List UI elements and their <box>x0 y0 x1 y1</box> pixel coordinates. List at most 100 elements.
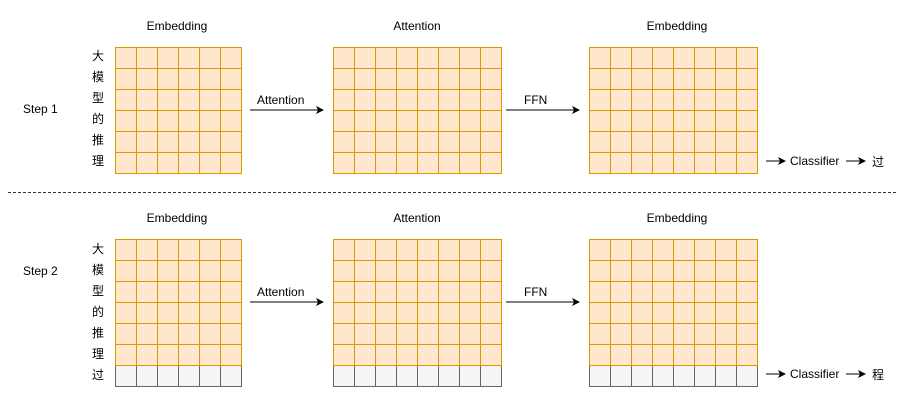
matrix-cell-new <box>674 366 695 387</box>
matrix-cell <box>716 261 737 282</box>
matrix-cell-new <box>376 366 397 387</box>
matrix-cell <box>653 132 674 153</box>
matrix-cell <box>137 324 158 345</box>
stage-header-attention: Attention <box>393 211 441 225</box>
matrix-cell <box>200 132 221 153</box>
matrix-cell <box>716 111 737 132</box>
matrix-cell <box>200 282 221 303</box>
matrix-cell <box>221 132 242 153</box>
attention-matrix <box>333 239 502 387</box>
matrix-cell <box>355 303 376 324</box>
matrix-cell <box>590 345 611 366</box>
matrix-cell <box>674 282 695 303</box>
matrix-cell <box>179 132 200 153</box>
matrix-cell <box>674 324 695 345</box>
matrix-cell <box>334 111 355 132</box>
matrix-cell <box>116 282 137 303</box>
ffn-arrow <box>506 298 580 306</box>
matrix-cell <box>200 48 221 69</box>
matrix-cell <box>116 303 137 324</box>
matrix-cell <box>632 345 653 366</box>
matrix-cell <box>632 48 653 69</box>
matrix-cell <box>137 69 158 90</box>
matrix-cell <box>221 282 242 303</box>
matrix-cell <box>355 111 376 132</box>
matrix-cell <box>460 303 481 324</box>
matrix-cell <box>737 90 758 111</box>
matrix-cell <box>716 282 737 303</box>
matrix-cell <box>481 282 502 303</box>
matrix-cell <box>137 90 158 111</box>
matrix-cell <box>200 240 221 261</box>
matrix-cell <box>439 240 460 261</box>
matrix-cell <box>418 69 439 90</box>
matrix-cell <box>653 90 674 111</box>
matrix-cell <box>632 69 653 90</box>
output-embedding-matrix <box>589 239 758 387</box>
matrix-cell <box>200 261 221 282</box>
matrix-cell <box>200 324 221 345</box>
matrix-cell <box>355 240 376 261</box>
matrix-cell <box>653 111 674 132</box>
matrix-cell <box>716 132 737 153</box>
input-token: 的 <box>91 305 104 319</box>
input-token: 推 <box>91 133 104 147</box>
matrix-cell <box>460 132 481 153</box>
matrix-cell <box>481 345 502 366</box>
matrix-cell <box>355 132 376 153</box>
input-token: 大 <box>91 49 104 63</box>
matrix-cell <box>376 90 397 111</box>
matrix-cell <box>334 132 355 153</box>
matrix-cell <box>439 282 460 303</box>
matrix-cell <box>481 261 502 282</box>
matrix-cell <box>397 48 418 69</box>
matrix-cell <box>674 111 695 132</box>
matrix-cell <box>590 303 611 324</box>
matrix-cell <box>334 240 355 261</box>
matrix-cell <box>116 132 137 153</box>
matrix-cell <box>221 240 242 261</box>
output-arrow <box>846 370 866 378</box>
matrix-cell <box>179 303 200 324</box>
matrix-cell <box>590 90 611 111</box>
matrix-cell <box>695 261 716 282</box>
matrix-cell <box>481 48 502 69</box>
matrix-cell <box>179 153 200 174</box>
matrix-cell <box>695 132 716 153</box>
matrix-cell <box>116 69 137 90</box>
matrix-cell <box>653 48 674 69</box>
matrix-cell <box>737 48 758 69</box>
matrix-cell <box>376 345 397 366</box>
matrix-cell <box>460 69 481 90</box>
matrix-cell <box>674 240 695 261</box>
matrix-cell-new <box>116 366 137 387</box>
input-token: 型 <box>91 91 104 105</box>
stage-header-embedding-output: Embedding <box>646 211 708 225</box>
op-label-ffn: FFN <box>524 93 548 107</box>
matrix-cell <box>200 111 221 132</box>
matrix-cell <box>737 345 758 366</box>
matrix-cell <box>334 282 355 303</box>
matrix-cell <box>737 282 758 303</box>
matrix-cell <box>179 345 200 366</box>
matrix-cell <box>632 90 653 111</box>
matrix-cell <box>674 132 695 153</box>
matrix-cell <box>158 303 179 324</box>
matrix-cell <box>611 153 632 174</box>
matrix-cell <box>334 345 355 366</box>
matrix-cell <box>737 240 758 261</box>
matrix-cell <box>716 69 737 90</box>
matrix-cell <box>632 282 653 303</box>
matrix-cell-new <box>716 366 737 387</box>
input-token: 理 <box>91 154 104 168</box>
matrix-cell <box>179 90 200 111</box>
matrix-cell <box>439 111 460 132</box>
matrix-cell <box>376 132 397 153</box>
matrix-cell <box>737 132 758 153</box>
embedding-matrix <box>115 239 242 387</box>
matrix-cell <box>460 90 481 111</box>
matrix-cell <box>397 240 418 261</box>
embedding-matrix <box>115 47 242 174</box>
matrix-cell <box>611 303 632 324</box>
new-row-left-edge <box>333 366 334 387</box>
